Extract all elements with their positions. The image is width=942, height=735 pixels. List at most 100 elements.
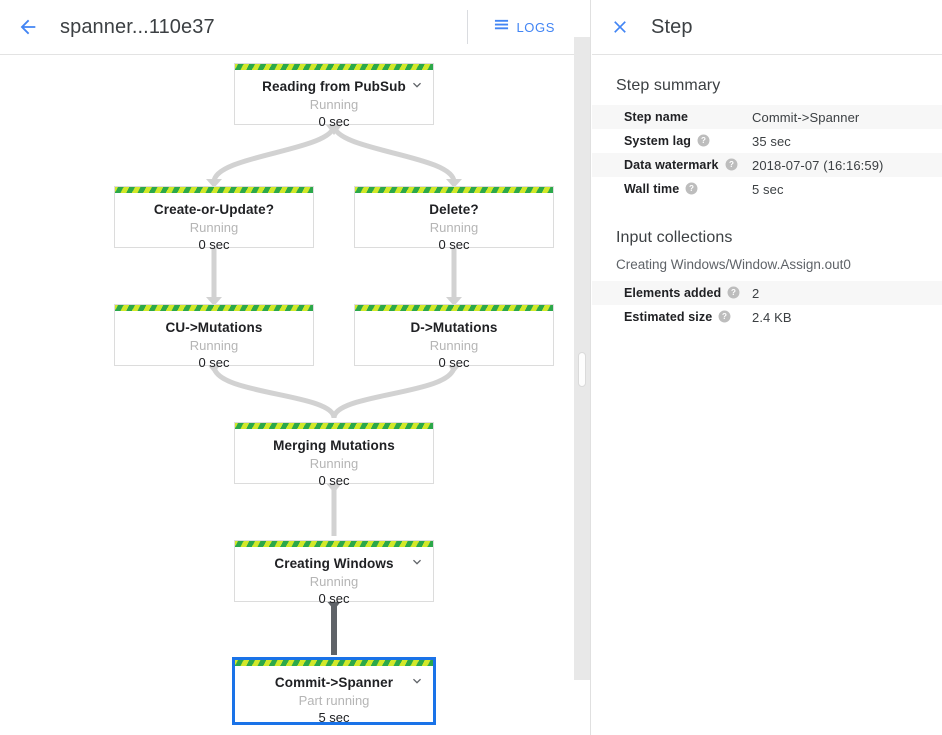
- node-duration: 0 sec: [438, 355, 470, 370]
- row-key: Elements added?: [592, 281, 752, 305]
- logs-button-label: LOGS: [516, 19, 555, 35]
- node-duration: 0 sec: [318, 114, 350, 129]
- top-toolbar: spanner...110e37 LOGS: [0, 0, 590, 55]
- chevron-down-icon[interactable]: [409, 77, 425, 93]
- help-icon[interactable]: ?: [685, 182, 698, 195]
- panel-title: Step: [651, 15, 693, 38]
- graph-scrollbar-thumb[interactable]: [578, 352, 586, 387]
- node-status: Running: [309, 97, 359, 112]
- row-key-label: Estimated size: [624, 310, 713, 324]
- row-value: 2: [752, 285, 760, 301]
- svg-text:?: ?: [689, 184, 694, 193]
- node-title: Reading from PubSub: [262, 79, 406, 94]
- node-progress-stripe: [115, 187, 313, 193]
- svg-text:?: ?: [731, 288, 736, 297]
- step-summary-heading: Step summary: [616, 77, 721, 94]
- row-value: Commit->Spanner: [752, 109, 860, 125]
- row-key: System lag?: [592, 129, 752, 153]
- node-duration: 0 sec: [438, 237, 470, 252]
- node-status: Running: [189, 220, 239, 235]
- node-title: Commit->Spanner: [274, 675, 394, 690]
- node-status: Running: [429, 338, 479, 353]
- row-value: 5 sec: [752, 181, 784, 197]
- row-key: Estimated size?: [592, 305, 752, 329]
- node-progress-stripe: [355, 305, 553, 311]
- row-key-label: Wall time: [624, 182, 680, 196]
- svg-text:?: ?: [701, 136, 706, 145]
- table-row: Step name Commit->Spanner: [592, 105, 942, 129]
- table-row: Wall time?5 sec: [592, 177, 942, 201]
- row-key-label: System lag: [624, 134, 692, 148]
- table-row: System lag?35 sec: [592, 129, 942, 153]
- node-title: Delete?: [429, 202, 479, 217]
- node-progress-stripe: [355, 187, 553, 193]
- row-key: Data watermark?: [592, 153, 752, 177]
- node-title: Merging Mutations: [273, 438, 395, 453]
- input-collection-name: Creating Windows/Window.Assign.out0: [616, 257, 851, 272]
- node-progress-stripe: [235, 660, 433, 666]
- table-row: Elements added?2: [592, 281, 942, 305]
- chevron-down-icon[interactable]: [409, 554, 425, 570]
- help-icon[interactable]: ?: [727, 286, 740, 299]
- node-progress-stripe: [235, 64, 433, 70]
- panel-header: Step: [592, 0, 942, 55]
- step-details-panel: Step Step summary Step name Commit->Spann…: [592, 0, 942, 735]
- node-duration: 5 sec: [318, 710, 350, 725]
- row-value: 2.4 KB: [752, 309, 792, 325]
- node-status: Running: [189, 338, 239, 353]
- node-title: CU->Mutations: [165, 320, 263, 335]
- node-title: Creating Windows: [274, 556, 394, 571]
- row-key-label: Elements added: [624, 286, 722, 300]
- node-duration: 0 sec: [318, 473, 350, 488]
- node-title: Create-or-Update?: [153, 202, 275, 217]
- node-progress-stripe: [235, 541, 433, 547]
- logs-button[interactable]: LOGS: [484, 10, 565, 44]
- section-spacer: [592, 201, 942, 229]
- page-title: spanner...110e37: [60, 15, 215, 38]
- node-progress-stripe: [235, 423, 433, 429]
- svg-text:?: ?: [722, 312, 727, 321]
- node-body: Delete? Running 0 sec: [355, 193, 553, 262]
- row-key-label: Step name: [624, 110, 689, 124]
- close-icon[interactable]: [598, 5, 642, 49]
- node-status: Running: [309, 574, 359, 589]
- row-key-label: Data watermark: [624, 158, 719, 172]
- node-status: Running: [429, 220, 479, 235]
- graph-scrollbar-track[interactable]: [574, 37, 590, 680]
- graph-pane: spanner...110e37 LOGS: [0, 0, 591, 735]
- input-collections-heading: Input collections: [616, 229, 733, 246]
- node-progress-stripe: [115, 305, 313, 311]
- node-duration: 0 sec: [198, 355, 230, 370]
- arrow-back-icon[interactable]: [4, 3, 52, 51]
- help-icon[interactable]: ?: [725, 158, 738, 171]
- toolbar-divider: [467, 10, 469, 44]
- help-icon[interactable]: ?: [718, 310, 731, 323]
- chevron-down-icon[interactable]: [409, 673, 425, 689]
- table-row: Estimated size?2.4 KB: [592, 305, 942, 329]
- node-status: Part running: [298, 693, 370, 708]
- graph-node-delete[interactable]: Delete? Running 0 sec: [354, 186, 554, 252]
- node-status: Running: [309, 456, 359, 471]
- svg-text:?: ?: [729, 160, 734, 169]
- graph-edges: [206, 124, 462, 655]
- help-icon[interactable]: ?: [697, 134, 710, 147]
- row-key: Wall time?: [592, 177, 752, 201]
